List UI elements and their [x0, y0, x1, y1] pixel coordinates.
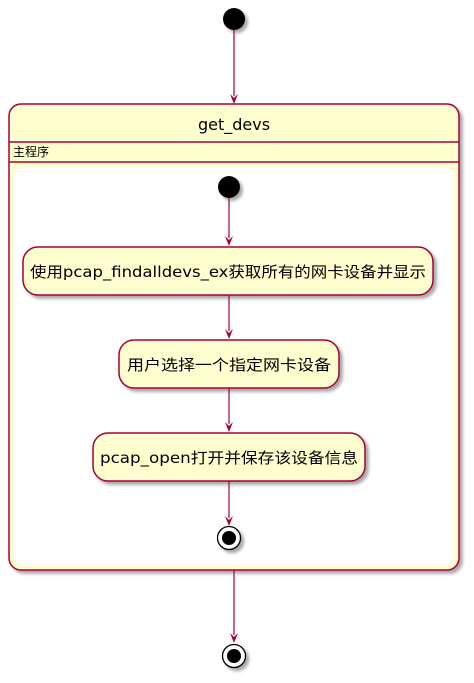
activity-node-1: [22, 246, 434, 296]
activity-label-2: 用户选择一个指定网卡设备: [127, 356, 331, 374]
activity-label-3: pcap_open打开并保存该设备信息: [100, 449, 358, 468]
start-node: [223, 8, 245, 30]
inner-start-node: [218, 176, 240, 198]
arrow-head: [225, 236, 233, 246]
arrow-head: [230, 94, 238, 104]
end-node: [221, 643, 247, 669]
composite-state-description: 主程序: [13, 144, 49, 159]
arrow-head: [225, 329, 233, 339]
arrow-head: [225, 422, 233, 432]
activity-label-1: 使用pcap_findalldevs_ex获取所有的网卡设备并显示: [30, 263, 426, 282]
arrow-head: [225, 516, 233, 526]
arrow-head: [230, 633, 238, 643]
composite-state-title: get_devs: [198, 115, 270, 135]
inner-end-node: [216, 525, 242, 551]
